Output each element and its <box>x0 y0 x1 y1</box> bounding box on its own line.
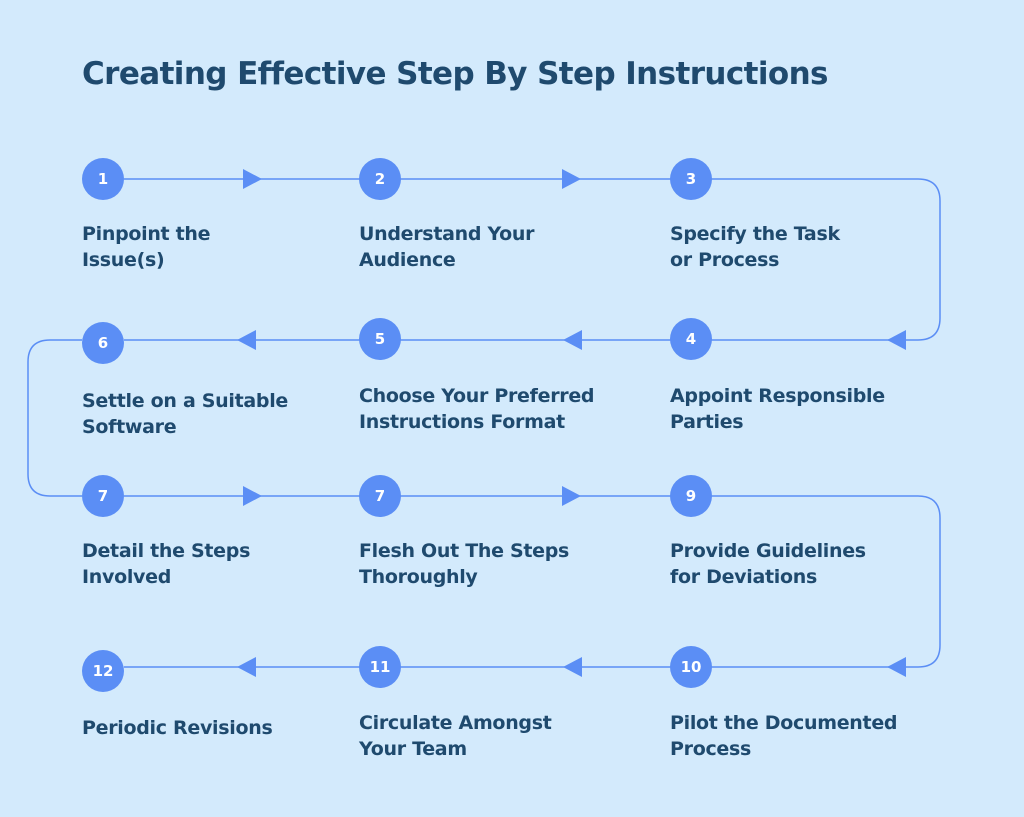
connector-6-7 <box>27 339 82 497</box>
arrow-left-icon <box>887 657 906 677</box>
step-12-badge: 12 <box>82 650 124 692</box>
connector-3-4 <box>711 178 941 341</box>
step-2-badge: 2 <box>359 158 401 200</box>
arrow-left-icon <box>237 330 256 350</box>
arrow-left-icon <box>887 330 906 350</box>
step-9-badge: 9 <box>670 475 712 517</box>
arrow-right-icon <box>562 486 581 506</box>
step-5-badge: 5 <box>359 318 401 360</box>
arrow-right-icon <box>562 169 581 189</box>
step-8-badge: 7 <box>359 475 401 517</box>
step-12-label: Periodic Revisions <box>82 717 273 739</box>
step-6-badge: 6 <box>82 322 124 364</box>
arrow-right-icon <box>243 169 262 189</box>
step-11-badge: 11 <box>359 646 401 688</box>
arrow-right-icon <box>243 486 262 506</box>
step-4-badge: 4 <box>670 318 712 360</box>
arrow-left-icon <box>563 657 582 677</box>
arrow-left-icon <box>563 330 582 350</box>
arrow-left-icon <box>237 657 256 677</box>
step-10-badge: 10 <box>670 646 712 688</box>
step-1-badge: 1 <box>82 158 124 200</box>
step-7-badge: 7 <box>82 475 124 517</box>
page-title: Creating Effective Step By Step Instruct… <box>82 56 829 92</box>
step-3-badge: 3 <box>670 158 712 200</box>
connector-9-10 <box>711 495 941 668</box>
